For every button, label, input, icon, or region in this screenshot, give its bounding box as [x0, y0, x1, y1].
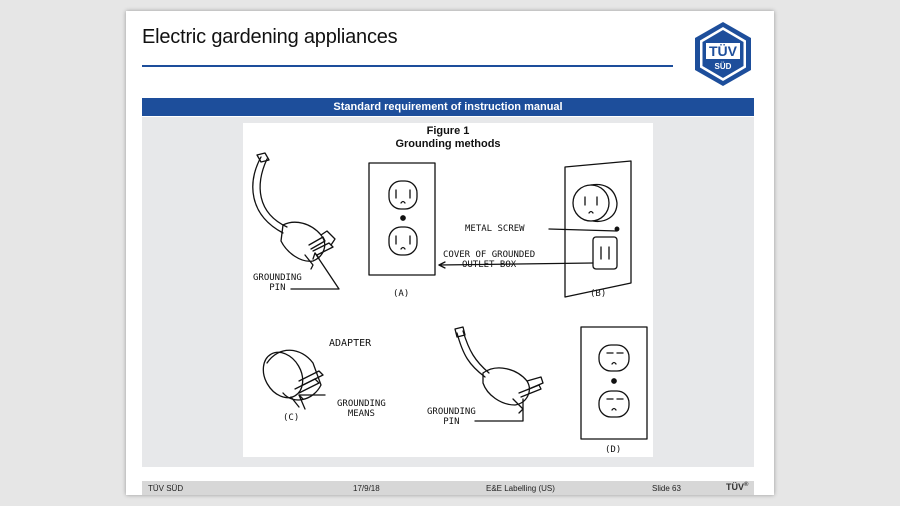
plug-c-illustration — [454, 326, 544, 414]
caption-a: (A) — [393, 289, 410, 299]
grounding-drawing — [252, 152, 648, 440]
slide-title: Electric gardening appliances — [142, 26, 398, 48]
section-band: Standard requirement of instruction manu… — [142, 98, 754, 116]
label-grounding-pin-c: GROUNDING PIN — [427, 407, 476, 427]
slide: Electric gardening appliances TÜV SÜD St… — [126, 11, 774, 495]
wall-outlet-b-illustration — [564, 160, 632, 298]
tuv-sud-logo: TÜV SÜD — [695, 22, 751, 86]
slide-footer: TÜV SÜD 17/9/18 E&E Labelling (US) Slide… — [142, 481, 754, 495]
label-adapter: ADAPTER — [329, 338, 372, 349]
footer-brand-mark: TÜV® — [726, 482, 749, 492]
label-grounding-means: GROUNDING MEANS — [337, 399, 386, 419]
label-cover-outlet-box: COVER OF GROUNDED OUTLET BOX — [443, 250, 536, 270]
title-divider — [142, 65, 673, 67]
logo-text-top: TÜV — [709, 43, 738, 59]
receptacle-a-illustration — [368, 162, 436, 276]
label-grounding-pin-a: GROUNDING PIN — [253, 273, 302, 293]
logo-text-bottom: SÜD — [715, 62, 732, 71]
figure-title: Figure 1 — [426, 125, 470, 137]
caption-c: (C) — [283, 413, 300, 423]
receptacle-d-illustration — [580, 326, 648, 440]
footer-subject: E&E Labelling (US) — [486, 484, 555, 493]
caption-b: (B) — [590, 289, 607, 299]
footer-date: 17/9/18 — [353, 484, 380, 493]
label-metal-screw: METAL SCREW — [465, 224, 525, 234]
adapter-c-illustration — [262, 349, 324, 408]
plug-a-illustration — [252, 152, 336, 270]
grounding-figure: Figure 1 Grounding methods GROUNDING PIN… — [243, 123, 653, 457]
figure-subtitle: Grounding methods — [395, 138, 501, 150]
caption-d: (D) — [605, 445, 622, 455]
footer-org: TÜV SÜD — [148, 484, 184, 493]
footer-slide-number: Slide 63 — [652, 484, 681, 493]
